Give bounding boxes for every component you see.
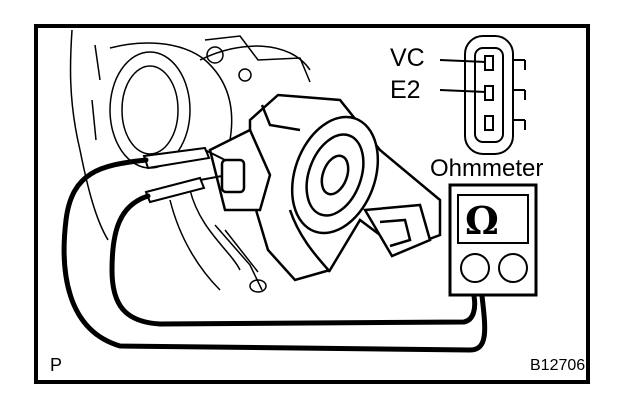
label-e2: E2 — [390, 76, 421, 104]
figure-id: B12706 — [530, 357, 586, 374]
pin-e2 — [484, 85, 494, 101]
pin-3 — [484, 115, 494, 131]
diagram-frame — [34, 24, 590, 384]
label-vc: VC — [390, 44, 425, 72]
ohm-symbol: Ω — [465, 198, 499, 243]
label-leaders — [439, 59, 487, 93]
test-leads — [61, 157, 488, 353]
label-ohmmeter: Ohmmeter — [430, 155, 544, 182]
sensor-connector-icon — [464, 35, 526, 155]
ohmmeter-jack-right — [498, 253, 528, 283]
throttle-position-sensor-icon — [208, 93, 442, 282]
ohmmeter-icon — [448, 183, 538, 297]
ohmmeter-display — [457, 194, 529, 244]
ohmmeter-jack-left — [460, 253, 490, 283]
test-probes — [142, 146, 226, 204]
pin-vc — [484, 55, 494, 71]
label-panel: P — [50, 355, 63, 375]
